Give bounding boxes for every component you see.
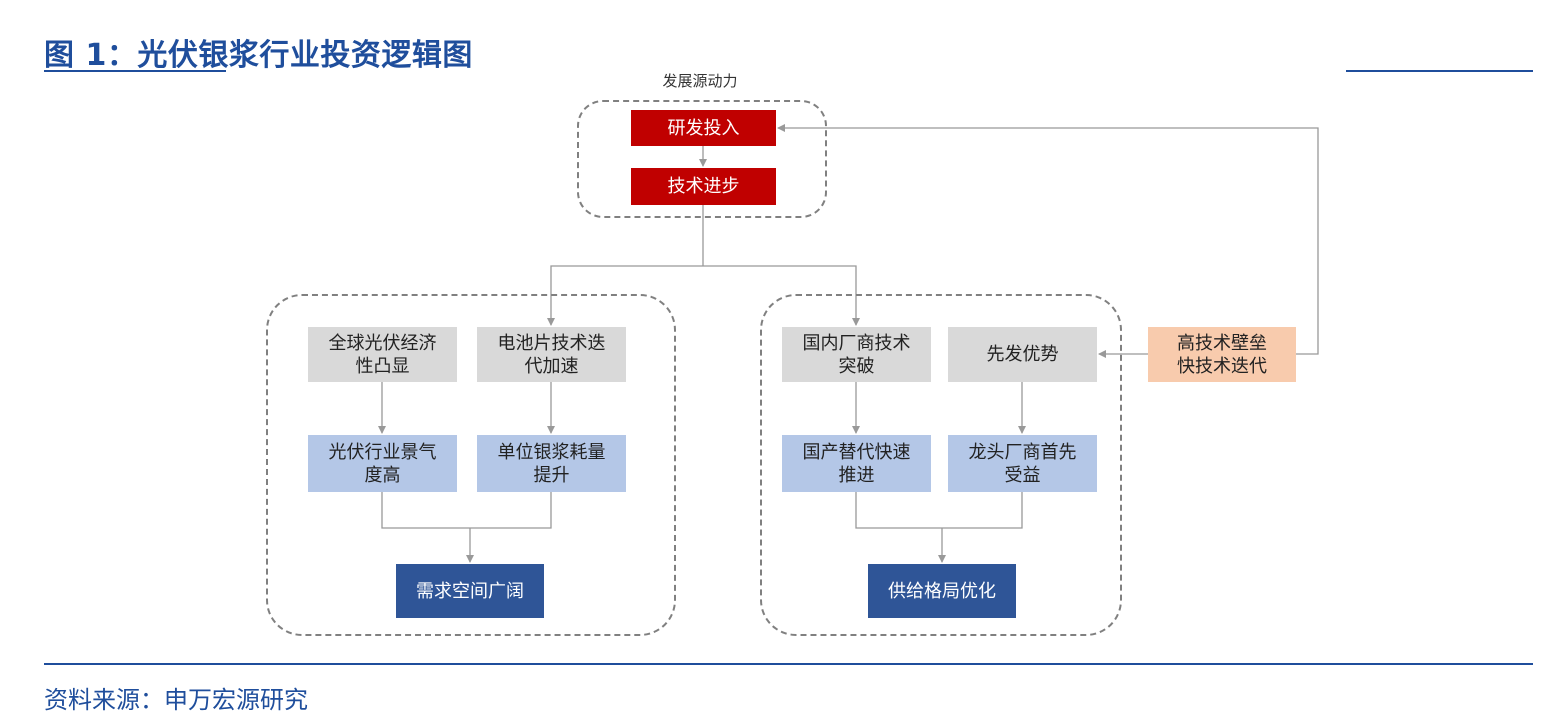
arrow-barrier-to-rd [777, 124, 1319, 355]
footer-rule [44, 663, 1533, 665]
node-tech-progress: 技术进步 [631, 168, 776, 205]
line-substitution-merge [855, 492, 1023, 529]
source-note: 资料来源：申万宏源研究 [44, 686, 308, 714]
title-rule-right [1346, 70, 1533, 72]
top-group-label: 发展源动力 [662, 72, 738, 90]
node-import-substitution: 国产替代快速推进 [782, 435, 931, 492]
node-leaders-benefit: 龙头厂商首先受益 [948, 435, 1097, 492]
node-first-mover: 先发优势 [948, 327, 1097, 382]
left-dashed-group [266, 294, 676, 636]
top-dashed-group [577, 100, 827, 218]
node-cell-tech-iter: 电池片技术迭代加速 [477, 327, 626, 382]
line-prosperity-merge [381, 492, 552, 529]
node-high-barrier-fast-iter: 高技术壁垒快技术迭代 [1148, 327, 1296, 382]
node-pv-prosperity: 光伏行业景气度高 [308, 435, 457, 492]
node-demand-space: 需求空间广阔 [396, 564, 544, 618]
arrow-split-to-domestic [703, 265, 860, 326]
node-rd-investment: 研发投入 [631, 110, 776, 146]
figure-title: 图 1：光伏银浆行业投资逻辑图 [44, 38, 473, 73]
node-domestic-breakthrough: 国内厂商技术突破 [782, 327, 931, 382]
arrow-split-to-cell-tech [547, 265, 703, 326]
title-underline [44, 70, 226, 72]
node-supply-optimization: 供给格局优化 [868, 564, 1016, 618]
node-silver-paste-use: 单位银浆耗量提升 [477, 435, 626, 492]
right-dashed-group [760, 294, 1122, 636]
node-global-pv-econ: 全球光伏经济性凸显 [308, 327, 457, 382]
